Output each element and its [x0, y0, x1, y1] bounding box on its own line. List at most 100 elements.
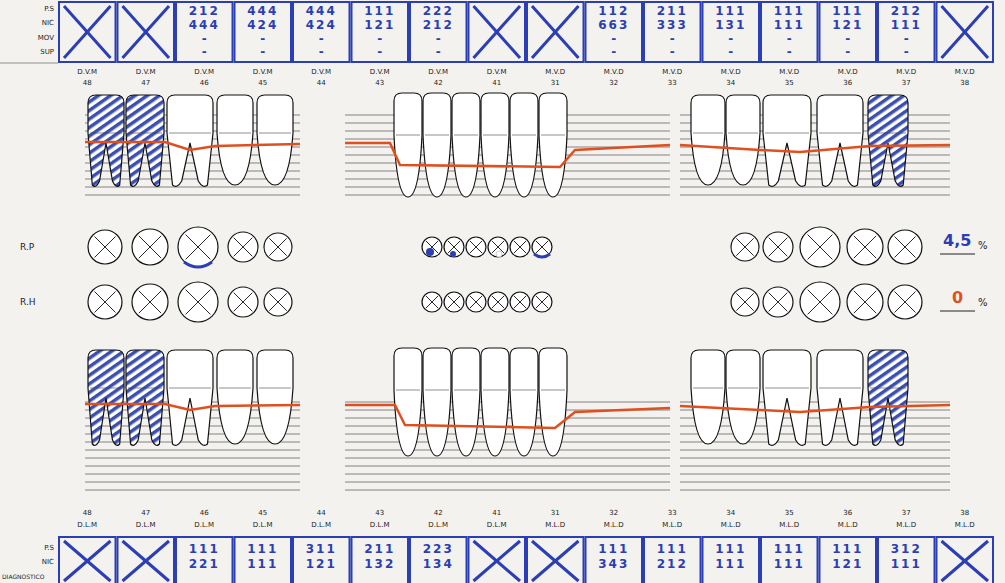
- probing-depth: 111: [364, 5, 395, 17]
- suppuration-mark: -: [377, 46, 382, 58]
- tooth-number: 46: [200, 80, 209, 87]
- tooth-number: 38: [960, 510, 969, 517]
- attachment-level: 424: [247, 19, 278, 31]
- occlusal-cross: [186, 290, 211, 315]
- tooth-outline: [394, 93, 422, 197]
- crown-line: [541, 390, 565, 391]
- missing-tooth-cross: [474, 541, 521, 581]
- crown-line: [870, 133, 906, 134]
- suppuration-mark: -: [436, 46, 441, 58]
- tooth-outline: [691, 95, 725, 185]
- gum-line: [85, 142, 300, 150]
- occlusal-cross: [492, 296, 504, 308]
- missing-tooth-cross: [532, 541, 579, 581]
- occlusal-outline: [88, 285, 122, 319]
- gum-line: [680, 145, 950, 152]
- probing-depth: 112: [598, 5, 629, 17]
- occlusal-outline: [132, 284, 168, 320]
- occlusal-cross: [769, 238, 788, 257]
- attachment-level: 212: [657, 558, 688, 570]
- occlusal-cross: [536, 296, 548, 308]
- occlusal-cross: [492, 296, 504, 308]
- tooth-number: 41: [492, 510, 501, 517]
- tooth-outline: [817, 350, 863, 445]
- occlusal-outline: [510, 292, 530, 312]
- tooth-number: 35: [785, 510, 794, 517]
- occlusal-cross: [186, 290, 211, 315]
- occlusal-outline: [847, 284, 883, 320]
- crown-line: [728, 133, 758, 134]
- plaque-mark: [496, 251, 502, 257]
- table-cell: [586, 2, 643, 62]
- missing-tooth-cross: [64, 541, 111, 581]
- occlusal-outline: [422, 292, 442, 312]
- tooth-number: 32: [609, 510, 618, 517]
- site-code: M.L.D: [604, 522, 624, 529]
- measure-line: [680, 187, 950, 188]
- occlusal-outline: [800, 227, 840, 267]
- probing-depth: 212: [891, 5, 922, 17]
- bleeding-index: 0: [952, 290, 963, 306]
- occlusal-outline: [488, 237, 508, 257]
- occlusal-cross: [470, 296, 482, 308]
- occlusal-cross: [470, 241, 482, 253]
- occlusal-outline: [888, 230, 922, 264]
- suppuration-mark: -: [202, 46, 207, 58]
- crown-line: [454, 390, 478, 391]
- site-code: D.V.M: [428, 69, 448, 76]
- site-code: M.L.D: [838, 522, 858, 529]
- measure-line: [680, 171, 950, 172]
- attachment-level: 424: [306, 19, 337, 31]
- tooth-outline: [691, 350, 725, 444]
- suppuration-mark: -: [904, 46, 909, 58]
- missing-tooth-cross: [64, 6, 111, 58]
- probing-depth: 444: [306, 5, 337, 17]
- occlusal-cross: [470, 296, 482, 308]
- tooth-outline: [423, 348, 451, 456]
- tooth-number: 44: [317, 510, 326, 517]
- measure-line: [680, 474, 950, 475]
- tooth-number: 47: [141, 510, 150, 517]
- occlusal-cross: [736, 238, 753, 255]
- tooth-number: 43: [375, 80, 384, 87]
- attachment-level: 111: [774, 19, 805, 31]
- suppuration-mark: -: [260, 46, 265, 58]
- table-cell: [410, 2, 467, 62]
- missing-tooth-cross: [474, 6, 521, 58]
- tooth-outline: [88, 95, 124, 186]
- missing-tooth-cross: [942, 541, 989, 581]
- probing-depth: 222: [423, 5, 454, 17]
- measure-line: [345, 179, 670, 180]
- occlusal-cross: [186, 235, 211, 260]
- probing-depth: 211: [657, 5, 688, 17]
- site-code: D.V.M: [370, 69, 390, 76]
- attachment-level: 343: [598, 558, 629, 570]
- occlusal-cross: [854, 236, 876, 258]
- probing-depth: 211: [364, 543, 395, 555]
- missing-tooth-cross: [474, 6, 521, 58]
- mobility-mark: -: [377, 33, 382, 45]
- table-cell: [352, 2, 409, 62]
- measure-line: [345, 187, 670, 188]
- attachment-level: 121: [832, 558, 863, 570]
- occlusal-cross: [514, 296, 526, 308]
- gum-line: [85, 404, 300, 410]
- attachment-level: 221: [189, 558, 220, 570]
- attachment-level: 663: [598, 19, 629, 31]
- measure-line: [680, 450, 950, 451]
- table-cell: [176, 537, 233, 583]
- occlusal-cross: [234, 293, 253, 312]
- crown-line: [90, 133, 122, 134]
- tooth-outline: [126, 350, 164, 445]
- tooth-number: 36: [843, 80, 852, 87]
- table-cell: [878, 537, 935, 583]
- table-cell: [761, 537, 818, 583]
- tooth-outline: [763, 95, 811, 186]
- crown-line: [765, 133, 809, 134]
- site-code: M.L.D: [721, 522, 741, 529]
- table-cell: [118, 2, 175, 62]
- table-cell: [644, 2, 701, 62]
- crown-line: [169, 133, 211, 134]
- tooth-number: 46: [200, 510, 209, 517]
- site-code: D.L.M: [370, 522, 390, 529]
